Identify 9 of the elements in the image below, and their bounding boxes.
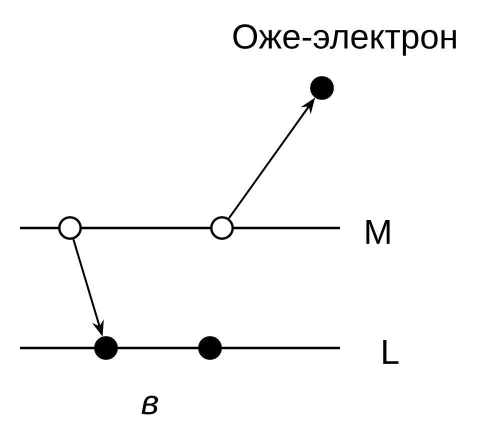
electron-label: Оже-электрон xyxy=(233,24,456,56)
filled-dot xyxy=(94,336,118,360)
level-label: M xyxy=(366,220,390,244)
open-circle xyxy=(210,216,234,240)
filled-dot xyxy=(310,76,334,100)
open-circle xyxy=(58,216,82,240)
filled-dot xyxy=(198,336,222,360)
level-label: L xyxy=(383,340,398,364)
caption: в xyxy=(142,396,158,414)
